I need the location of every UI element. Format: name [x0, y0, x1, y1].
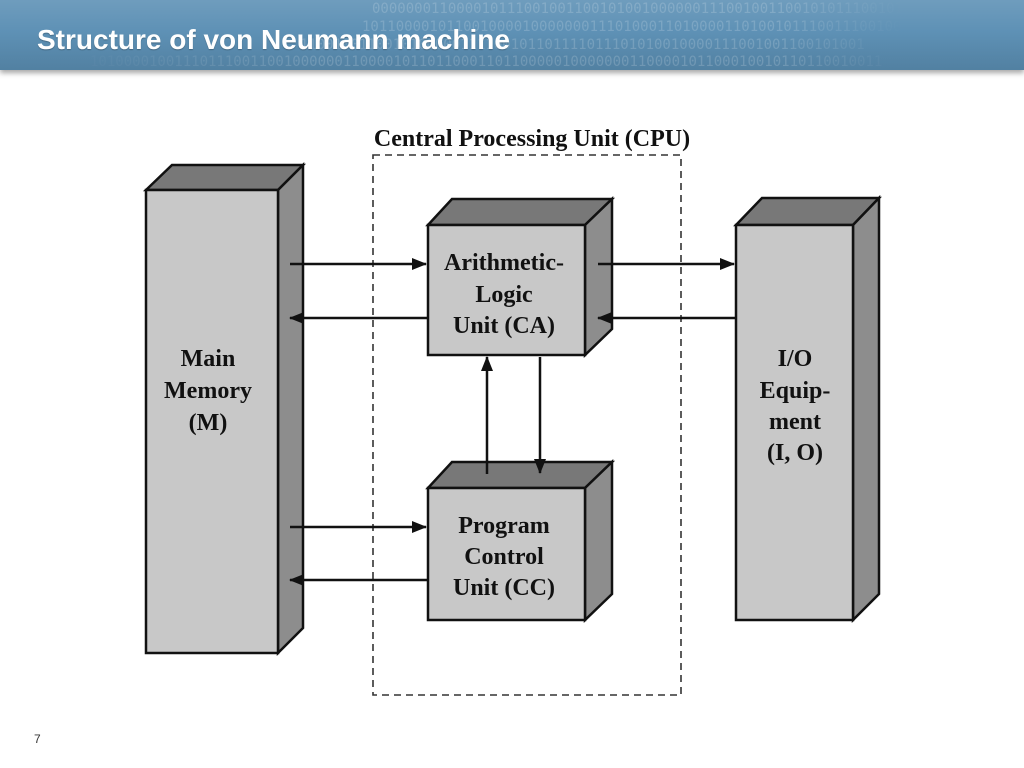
main-memory-front-face	[144, 188, 280, 655]
io-label-line: ment	[769, 409, 821, 435]
io-side-face	[851, 194, 881, 624]
alu-label-line: Logic	[475, 282, 533, 308]
io-label-line: (I, O)	[767, 440, 823, 466]
page-number: 7	[34, 732, 41, 746]
program-control-top-face	[425, 460, 616, 490]
binary-row: 1011000010110010000100000001110100011010…	[362, 19, 902, 35]
alu-label-line: Arithmetic-	[444, 250, 564, 276]
binary-row: 1010000100111011100110010000001100001011…	[90, 54, 883, 70]
cpu-label: Central Processing Unit (CPU)	[374, 126, 690, 152]
program-control-label-line: Program	[458, 513, 550, 539]
program-control-front-face	[426, 486, 587, 622]
binary-row: 0000000110000101110010011001010010000001…	[372, 1, 904, 17]
alu-box: Arithmetic- Logic Unit (CA)	[425, 196, 616, 358]
main-memory-label-line: Main	[181, 346, 236, 372]
binary-row: 1100100110010100000111100101101111011101…	[300, 37, 865, 53]
program-control-side-face	[583, 459, 614, 623]
io-front-face	[734, 223, 855, 622]
main-memory-label-line: Memory	[164, 378, 252, 404]
alu-label-line: Unit (CA)	[453, 313, 555, 339]
main-memory-label-line: (M)	[189, 410, 228, 436]
alu-top-face	[425, 197, 616, 227]
io-label-line: Equip-	[760, 378, 831, 404]
slide-title: Structure of von Neumann machine	[37, 24, 510, 55]
header-bar: 0000000110000101110010011001010010000001…	[0, 0, 1024, 70]
program-control-unit-box: Program Control Unit (CC)	[425, 459, 616, 623]
alu-front-face	[426, 223, 587, 357]
program-control-label-line: Unit (CC)	[453, 575, 555, 601]
program-control-label-line: Control	[464, 544, 544, 570]
io-equipment-box: I/O Equip- ment (I, O)	[733, 194, 882, 624]
binary-pattern-decoration: 0000000110000101110010011001010010000001…	[0, 0, 1024, 70]
cpu-boundary	[372, 154, 682, 696]
io-label-line: I/O	[778, 346, 813, 372]
alu-side-face	[583, 196, 614, 358]
main-memory-top-face	[142, 163, 307, 192]
main-memory-box: Main Memory (M)	[142, 161, 307, 657]
